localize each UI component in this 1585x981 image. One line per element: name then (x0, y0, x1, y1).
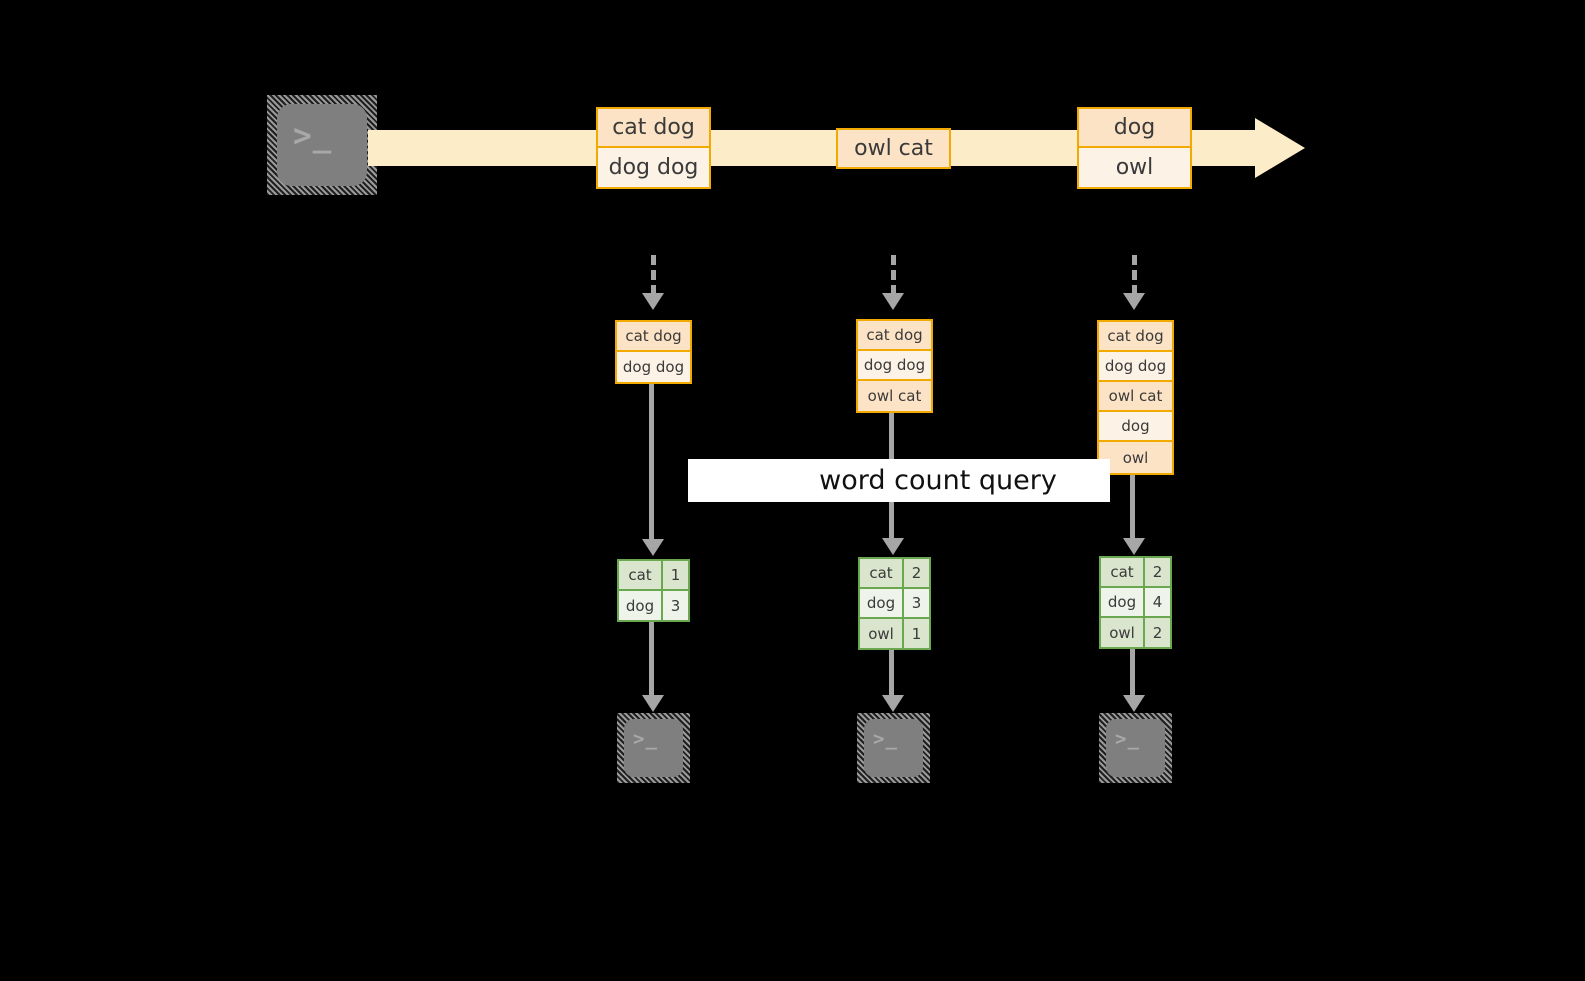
stream-event-row: dog (1079, 109, 1190, 148)
accumulated-table-2: cat dog dog dog owl cat (856, 319, 933, 413)
result-table-1: cat 1 dog 3 (617, 559, 690, 622)
result-row: owl 1 (860, 619, 929, 648)
terminal-prompt-glyph: >_ (1115, 728, 1140, 750)
trigger-connector-2 (880, 255, 906, 323)
result-table-2: cat 2 dog 3 owl 1 (858, 557, 931, 650)
result-table-3: cat 2 dog 4 owl 2 (1099, 556, 1172, 649)
accumulated-row: owl cat (1099, 382, 1172, 412)
result-row: cat 2 (1101, 558, 1170, 588)
result-row: owl 2 (1101, 618, 1170, 647)
accumulated-row: dog dog (858, 351, 931, 381)
sink-connector-2 (880, 650, 906, 718)
stream-event-row: dog dog (598, 148, 709, 187)
result-count-cell: 3 (904, 589, 929, 617)
sink-terminal-icon-3: >_ (1099, 713, 1172, 783)
stream-batch-2: owl cat (836, 128, 951, 169)
accumulated-table-3: cat dog dog dog owl cat dog owl (1097, 320, 1174, 475)
result-count-cell: 3 (663, 591, 688, 620)
accumulated-row: cat dog (858, 321, 931, 351)
accumulated-row: cat dog (1099, 322, 1172, 352)
query-connector-1 (640, 384, 666, 562)
sink-terminal-icon-2: >_ (857, 713, 930, 783)
query-banner-label: word count query (819, 465, 1057, 496)
accumulated-row: cat dog (617, 322, 690, 352)
terminal-body (624, 719, 683, 777)
terminal-body (864, 719, 923, 777)
result-word-cell: dog (619, 591, 663, 620)
query-banner: word count query (688, 459, 1110, 502)
trigger-connector-1 (640, 255, 666, 323)
result-count-cell: 1 (904, 619, 929, 648)
terminal-body (1106, 719, 1165, 777)
trigger-connector-3 (1121, 255, 1147, 323)
sink-connector-1 (640, 622, 666, 718)
result-row: dog 4 (1101, 588, 1170, 618)
terminal-body (277, 104, 367, 186)
accumulated-table-1: cat dog dog dog (615, 320, 692, 384)
result-row: dog 3 (860, 589, 929, 619)
terminal-prompt-glyph: >_ (293, 118, 333, 154)
terminal-prompt-glyph: >_ (633, 728, 658, 750)
result-row: cat 1 (619, 561, 688, 591)
result-word-cell: owl (1101, 618, 1145, 647)
stream-event-row: owl cat (838, 130, 949, 167)
accumulated-row: dog dog (1099, 352, 1172, 382)
result-row: cat 2 (860, 559, 929, 589)
result-count-cell: 2 (1145, 558, 1170, 586)
result-count-cell: 1 (663, 561, 688, 589)
accumulated-row: owl (1099, 442, 1172, 473)
sink-connector-3 (1121, 649, 1147, 718)
result-row: dog 3 (619, 591, 688, 620)
result-word-cell: cat (860, 559, 904, 587)
result-count-cell: 2 (904, 559, 929, 587)
result-count-cell: 4 (1145, 588, 1170, 616)
result-word-cell: owl (860, 619, 904, 648)
stream-arrow-head-icon (1255, 118, 1305, 178)
accumulated-row: owl cat (858, 381, 931, 411)
sink-terminal-icon-1: >_ (617, 713, 690, 783)
terminal-prompt-glyph: >_ (873, 728, 898, 750)
accumulated-row: dog (1099, 412, 1172, 442)
source-terminal-icon: >_ (267, 95, 377, 195)
result-word-cell: cat (1101, 558, 1145, 586)
result-count-cell: 2 (1145, 618, 1170, 647)
stream-event-row: cat dog (598, 109, 709, 148)
result-word-cell: dog (1101, 588, 1145, 616)
accumulated-row: dog dog (617, 352, 690, 382)
result-word-cell: cat (619, 561, 663, 589)
stream-batch-3: dog owl (1077, 107, 1192, 189)
query-connector-3 (1121, 475, 1147, 561)
result-word-cell: dog (860, 589, 904, 617)
stream-batch-1: cat dog dog dog (596, 107, 711, 189)
stream-event-row: owl (1079, 148, 1190, 187)
